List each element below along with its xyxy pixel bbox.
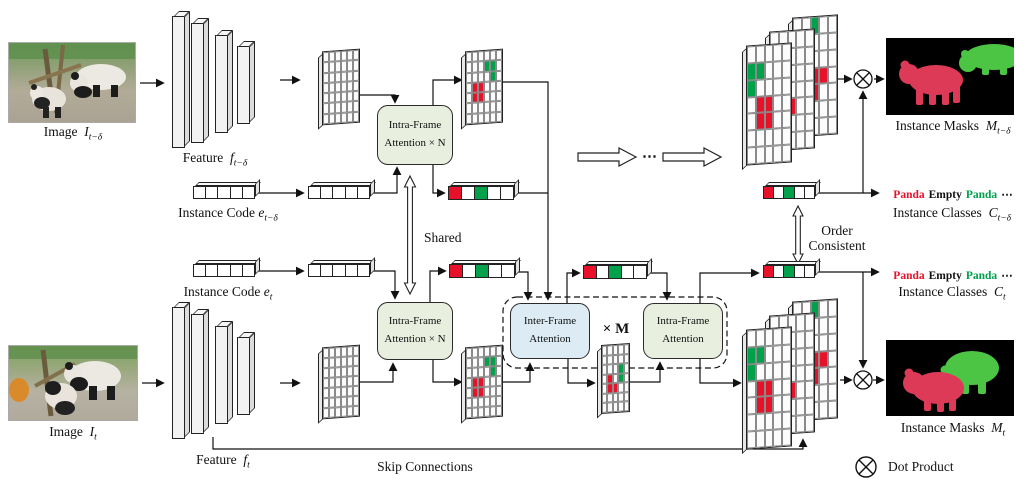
dot-product-legend-icon — [855, 456, 877, 478]
feature-label-t: Feature ft — [196, 452, 250, 471]
instance-code-t-in — [308, 264, 371, 277]
dot-product-icon-bottom — [853, 370, 873, 390]
panda-mask-green — [959, 44, 1014, 75]
continuation-arrow-icon — [577, 147, 723, 167]
mid-grid — [601, 342, 630, 415]
attended-code-t — [449, 264, 515, 278]
image-label-t: Image It — [49, 424, 97, 443]
dot-product-icon-top — [853, 69, 873, 89]
instance-code-t — [193, 264, 256, 277]
attended-code-t-delta — [448, 186, 514, 200]
attended-grid-t — [465, 344, 503, 420]
instance-classes-label-t-delta: Instance Classes Ct−δ — [892, 205, 1012, 224]
inter-frame-attention-box: Inter-Frame Attention — [510, 303, 590, 359]
instance-classes-label-t: Instance Classes Ct — [898, 284, 1006, 303]
instance-masks-image-t-delta — [886, 38, 1014, 115]
dot-product-label: Dot Product — [888, 459, 954, 474]
shared-arrow-icon — [403, 174, 417, 296]
input-image-t — [8, 345, 138, 421]
final-code-t-delta — [763, 186, 816, 199]
times-m-label: × M — [602, 321, 630, 337]
instance-masks-label-t: Instance Masks Mt — [900, 420, 1006, 439]
final-code-t — [763, 265, 816, 278]
order-label-line1: Order — [821, 223, 853, 238]
continuation-dots: ⋯ — [642, 149, 657, 165]
panda-mask-red — [899, 60, 963, 105]
intra-frame-attention-box-refine: Intra-Frame Attention — [643, 303, 723, 359]
instance-code-t-delta-in — [308, 186, 371, 199]
shared-label: Shared — [424, 230, 462, 245]
mid-code — [583, 265, 647, 279]
instance-masks-label-t-delta: Instance Masks Mt−δ — [895, 118, 1011, 137]
instance-masks-image-t — [886, 340, 1014, 416]
instance-code-label-t: Instance Code et — [183, 284, 273, 303]
intra-frame-attention-box-t: Intra-Frame Attention × N — [377, 302, 453, 360]
feature-label-t-delta: Feature ft−δ — [182, 150, 248, 169]
intra-frame-attention-box-t-delta: Intra-Frame Attention × N — [377, 105, 453, 165]
image-label-t-delta: Image It−δ — [43, 124, 103, 143]
input-image-t-delta — [8, 42, 136, 123]
instance-code-label-t-delta: Instance Code et−δ — [178, 205, 278, 224]
feature-grid-t — [322, 344, 360, 420]
order-consistent-arrow-icon — [792, 204, 804, 266]
feature-grid-t-delta — [322, 48, 360, 126]
panda-mask-red — [903, 368, 964, 412]
skip-connections-label: Skip Connections — [377, 459, 473, 474]
order-label-line2: Consistent — [808, 238, 866, 253]
attended-grid-t-delta — [465, 48, 503, 126]
instance-code-t-delta — [193, 186, 256, 199]
